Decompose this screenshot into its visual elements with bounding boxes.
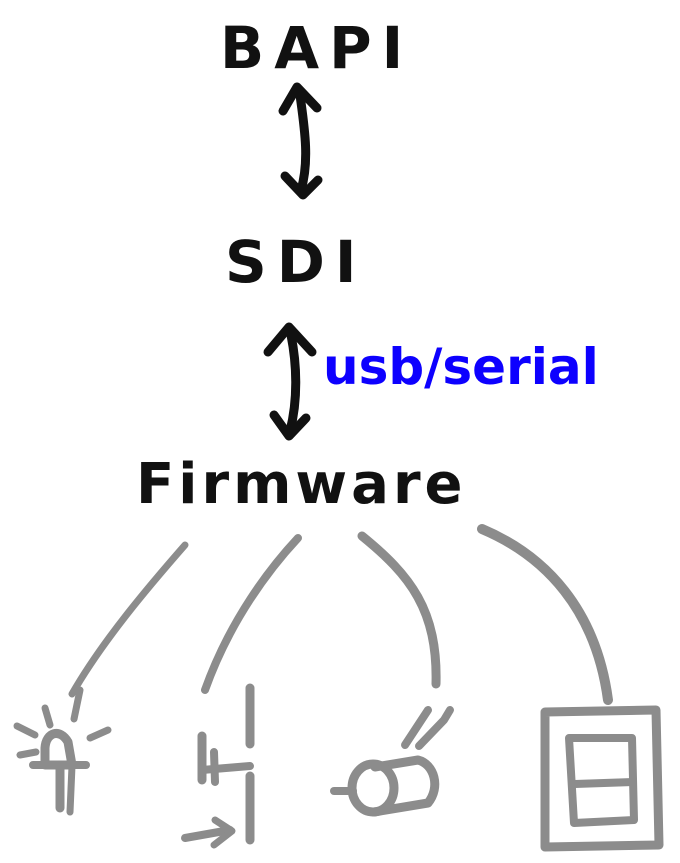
bapi-sdi-arrow bbox=[278, 82, 323, 200]
wire-to-switch bbox=[201, 534, 302, 694]
firmware-label: Firmware bbox=[136, 452, 467, 517]
motor-icon bbox=[330, 706, 454, 817]
device-wires bbox=[68, 524, 613, 705]
wire-to-display bbox=[477, 524, 613, 705]
switch-icon bbox=[181, 683, 255, 849]
wire-to-led bbox=[68, 541, 189, 698]
bapi-label: BAPI bbox=[220, 14, 413, 82]
wire-to-motor bbox=[357, 531, 441, 689]
led-icon bbox=[13, 686, 112, 816]
seven-segment-display-icon bbox=[540, 705, 664, 852]
sdi-label: SDI bbox=[225, 228, 367, 296]
sdi-firmware-arrow bbox=[263, 322, 317, 441]
usb-serial-label: usb/serial bbox=[323, 338, 599, 396]
